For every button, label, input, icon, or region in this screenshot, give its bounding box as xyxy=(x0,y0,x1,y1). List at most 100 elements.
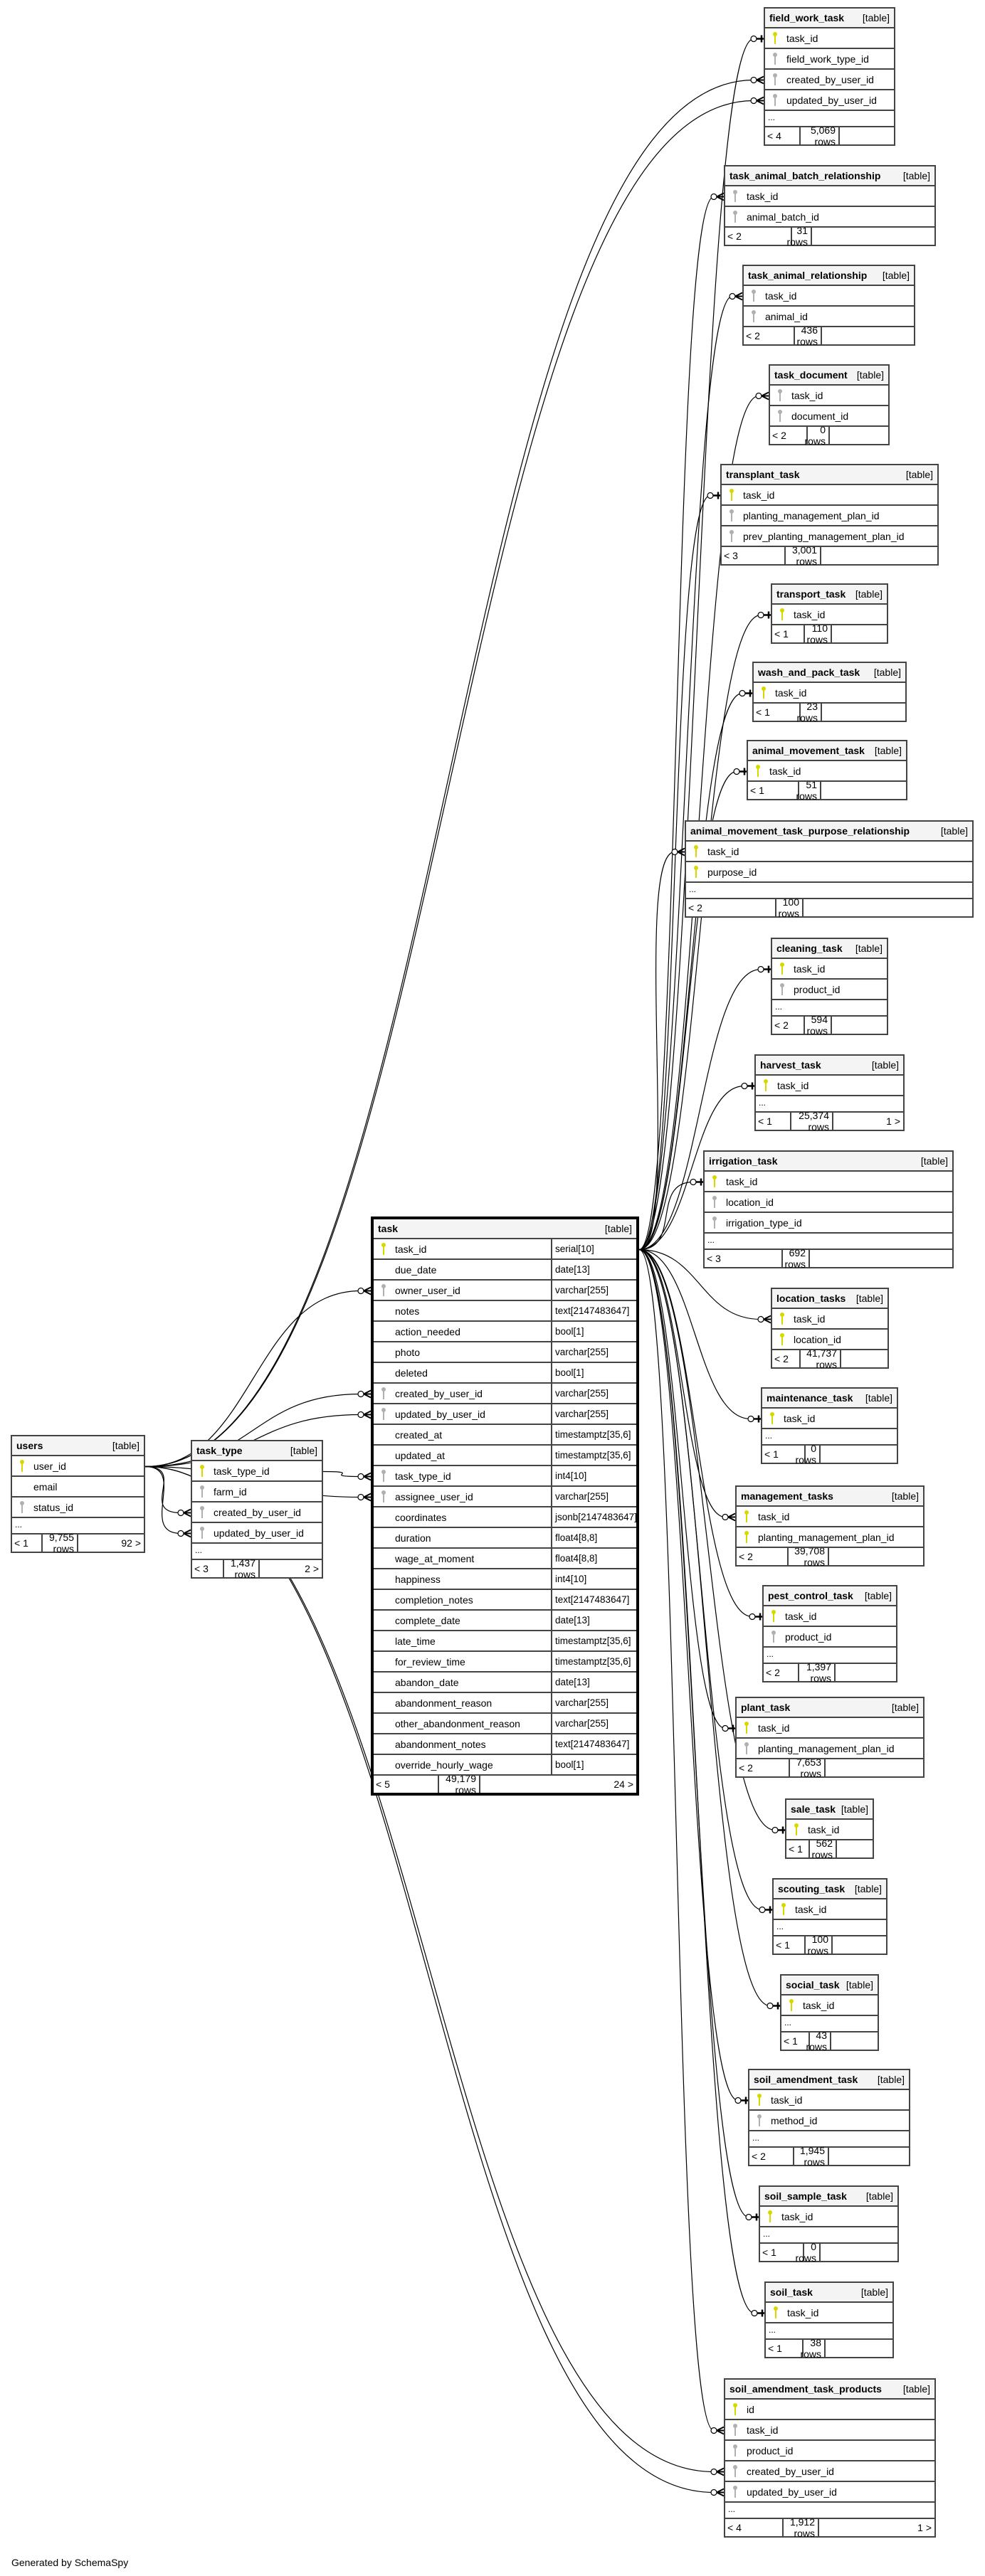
column-row[interactable]: location_id xyxy=(772,1330,887,1350)
parent-count-link[interactable]: < 3 xyxy=(705,1250,783,1267)
parent-count-link[interactable]: < 2 xyxy=(744,327,795,344)
column-name[interactable]: task_id xyxy=(758,1510,790,1522)
table-plant-task[interactable]: plant_task [table] task_id planting_mana… xyxy=(735,1697,925,1779)
column-name[interactable]: complete_date xyxy=(395,1614,460,1626)
parent-count-link[interactable]: < 2 xyxy=(737,1759,790,1776)
parent-count-link[interactable]: < 3 xyxy=(722,547,786,564)
column-name[interactable]: completion_notes xyxy=(395,1594,473,1606)
column-row[interactable]: purpose_id xyxy=(686,862,972,883)
more-columns-indicator[interactable]: ... xyxy=(774,1920,886,1936)
column-name[interactable]: task_id xyxy=(771,2094,803,2106)
column-name[interactable]: updated_by_user_id xyxy=(395,1408,485,1420)
table-animal-movement-task[interactable]: animal_movement_task [table] task_id < 1… xyxy=(747,740,907,802)
child-count-link[interactable] xyxy=(836,1664,896,1681)
column-row[interactable]: task_id xyxy=(766,2303,892,2323)
table-management-tasks[interactable]: management_tasks [table] task_id plantin… xyxy=(735,1485,925,1568)
column-row[interactable]: email xyxy=(12,1477,144,1498)
column-row[interactable]: product_id xyxy=(725,2441,934,2461)
column-row[interactable]: irrigation_type_id xyxy=(705,1213,952,1234)
table-header[interactable]: soil_amendment_task_products [table] xyxy=(725,2380,934,2400)
table-header[interactable]: plant_task [table] xyxy=(737,1698,923,1718)
parent-count-link[interactable]: < 1 xyxy=(781,2032,810,2050)
parent-count-link[interactable]: < 1 xyxy=(756,1113,791,1130)
table-name[interactable]: soil_amendment_task xyxy=(754,2074,858,2085)
column-row[interactable]: task_id xyxy=(686,842,972,862)
column-name[interactable]: animal_batch_id xyxy=(747,211,819,223)
parent-count-link[interactable]: < 2 xyxy=(725,228,792,245)
child-count-link[interactable]: 2 > xyxy=(305,1563,319,1574)
column-name[interactable]: updated_by_user_id xyxy=(786,94,877,106)
child-count-link[interactable] xyxy=(832,625,887,642)
column-name[interactable]: user_id xyxy=(33,1460,66,1472)
column-name[interactable]: due_date xyxy=(395,1263,437,1276)
table-header[interactable]: location_tasks [table] xyxy=(772,1289,887,1309)
table-header[interactable]: users [table] xyxy=(12,1436,144,1456)
child-count-link[interactable] xyxy=(812,228,934,245)
column-name[interactable]: farm_id xyxy=(214,1485,247,1498)
column-name[interactable]: updated_at xyxy=(395,1449,446,1461)
column-name[interactable]: irrigation_type_id xyxy=(726,1217,802,1229)
table-header[interactable]: soil_amendment_task [table] xyxy=(749,2070,909,2090)
table-header[interactable]: wash_and_pack_task [table] xyxy=(754,663,905,683)
column-name[interactable]: task_id xyxy=(747,2424,779,2436)
column-name[interactable]: planting_management_plan_id xyxy=(758,1531,895,1543)
column-row[interactable]: animal_id xyxy=(744,307,914,327)
column-row[interactable]: updated_by_user_id xyxy=(725,2482,934,2503)
child-count-link[interactable] xyxy=(826,2340,892,2357)
table-harvest-task[interactable]: harvest_task [table] task_id... < 1 25,3… xyxy=(754,1054,905,1133)
column-name[interactable]: task_type_id xyxy=(395,1470,451,1482)
table-header[interactable]: task_animal_relationship [table] xyxy=(744,266,914,286)
column-name[interactable]: status_id xyxy=(33,1501,74,1513)
column-name[interactable]: task_id xyxy=(785,1610,817,1622)
column-name[interactable]: for_review_time xyxy=(395,1655,465,1668)
table-name[interactable]: wash_and_pack_task xyxy=(758,667,860,678)
table-name[interactable]: management_tasks xyxy=(741,1490,833,1502)
more-columns-indicator[interactable]: ... xyxy=(756,1096,903,1113)
column-name[interactable]: abandon_date xyxy=(395,1676,459,1688)
table-header[interactable]: management_tasks [table] xyxy=(737,1487,923,1507)
table-header[interactable]: soil_sample_task [table] xyxy=(760,2187,897,2207)
table-scouting-task[interactable]: scouting_task [table] task_id... < 1 100… xyxy=(772,1878,887,1956)
column-name[interactable]: task_id xyxy=(781,2210,813,2222)
more-columns-indicator[interactable]: ... xyxy=(762,1429,897,1446)
table-users[interactable]: users [table] user_id email status_id...… xyxy=(11,1435,145,1554)
child-count-link[interactable] xyxy=(804,899,972,916)
column-name[interactable]: updated_by_user_id xyxy=(214,1527,304,1539)
column-row[interactable]: task_id xyxy=(774,1899,886,1920)
more-columns-indicator[interactable]: ... xyxy=(725,2503,934,2519)
column-name[interactable]: coordinates xyxy=(395,1511,447,1523)
more-columns-indicator[interactable]: ... xyxy=(686,883,972,899)
table-maintenance-task[interactable]: maintenance_task [table] task_id... < 1 … xyxy=(761,1387,898,1465)
column-row[interactable]: created_by_user_id xyxy=(765,70,894,90)
column-row[interactable]: task_id xyxy=(786,1820,873,1840)
parent-count-link[interactable]: < 2 xyxy=(686,899,776,916)
column-name[interactable]: product_id xyxy=(785,1631,832,1643)
child-count-link[interactable] xyxy=(833,1936,886,1954)
table-header[interactable]: field_work_task [table] xyxy=(765,9,894,28)
parent-count-link[interactable]: < 2 xyxy=(737,1548,789,1565)
child-count-link[interactable] xyxy=(826,1759,923,1776)
column-name[interactable]: task_id xyxy=(758,1722,790,1734)
table-sale-task[interactable]: sale_task [table] task_id < 1 562 rows xyxy=(785,1798,874,1860)
column-name[interactable]: task_id xyxy=(395,1243,427,1255)
table-name[interactable]: harvest_task xyxy=(760,1059,821,1071)
column-name[interactable]: created_by_user_id xyxy=(786,73,874,85)
child-count-link[interactable] xyxy=(821,547,937,564)
column-name[interactable]: field_work_type_id xyxy=(786,53,869,65)
table-header[interactable]: animal_movement_task [table] xyxy=(748,741,906,761)
column-name[interactable]: action_needed xyxy=(395,1325,460,1337)
column-name[interactable]: task_id xyxy=(786,32,818,44)
table-soil-task[interactable]: soil_task [table] task_id... < 1 38 rows xyxy=(764,2281,894,2360)
table-name[interactable]: location_tasks xyxy=(776,1293,846,1304)
table-name[interactable]: field_work_task xyxy=(769,12,845,23)
child-count-link[interactable] xyxy=(821,1446,897,1463)
column-name[interactable]: task_id xyxy=(743,489,775,501)
column-name[interactable]: duration xyxy=(395,1532,431,1544)
column-name[interactable]: task_id xyxy=(787,2306,819,2318)
